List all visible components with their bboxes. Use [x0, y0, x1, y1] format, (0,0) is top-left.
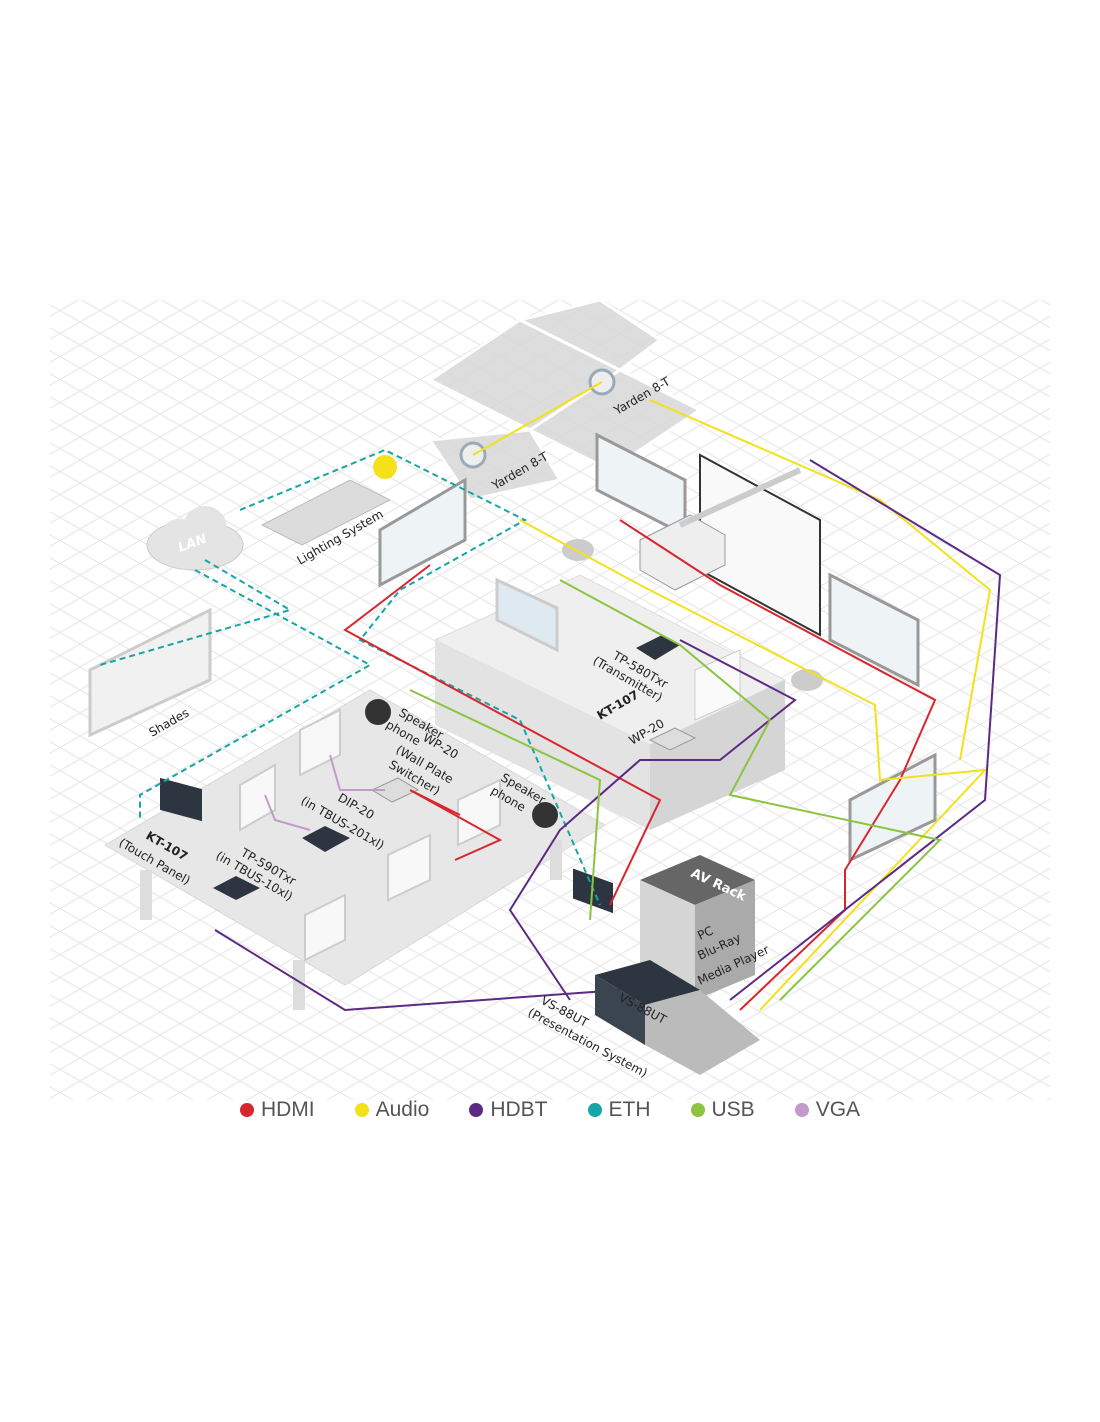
hdbt-cable [729, 459, 1002, 1001]
legend-dot-icon [239, 1103, 254, 1117]
usb-cable [409, 689, 602, 921]
lan-cloud-icon [146, 506, 244, 571]
kt107-touch-panel [160, 777, 202, 822]
legend-label: VGA [815, 1098, 861, 1121]
wp20-device [370, 777, 420, 803]
speakerphone-icon [365, 699, 391, 725]
legend-item-eth: ETH [587, 1098, 651, 1122]
audio-cable [649, 399, 992, 761]
usb-cable [559, 579, 943, 1001]
vga-cable [329, 754, 385, 791]
cables [99, 399, 1002, 1012]
tp580-device [636, 635, 680, 660]
legend-label: HDBT [490, 1098, 548, 1121]
legend-label: USB [711, 1098, 755, 1121]
vga-cable [264, 794, 311, 831]
legend-item-vga: VGA [794, 1098, 861, 1122]
legend-item-hdmi: HDMI [239, 1098, 315, 1122]
dip20-device [302, 826, 350, 852]
av-rack [640, 855, 755, 1000]
hdmi-cable [343, 564, 662, 906]
rack-pc-label: PC [695, 923, 715, 942]
legend-dot-icon [794, 1103, 809, 1117]
tp590-device [213, 876, 260, 900]
eth-cable [139, 569, 373, 820]
legend-dot-icon [690, 1103, 705, 1117]
legend-label: HDMI [260, 1098, 315, 1121]
legend-item-hdbt: HDBT [469, 1098, 548, 1122]
speakerphone-icon [532, 802, 558, 828]
hdbt-cable [214, 929, 621, 1012]
hdbt-cable [508, 639, 797, 1001]
legend-item-audio: Audio [354, 1098, 430, 1122]
projector [639, 467, 802, 591]
laptops [239, 708, 501, 962]
audio-cable [519, 519, 988, 1011]
lighting-system-device [260, 479, 392, 546]
legend-dot-icon [587, 1103, 602, 1117]
vs88ut-device [595, 960, 760, 1075]
legend-item-usb: USB [690, 1098, 755, 1122]
light-bulb-icon [373, 455, 397, 479]
monitor-podium [495, 577, 559, 653]
legend-dot-icon [354, 1103, 369, 1117]
display-screens [378, 432, 937, 863]
eth-cable [99, 559, 293, 666]
legend: HDMI Audio HDBT ETH USB VGA [0, 1098, 1100, 1122]
legend-label: ETH [608, 1098, 651, 1121]
wp20-podium-device [648, 727, 697, 751]
yarden-speaker-icon [459, 368, 616, 469]
conference-table [104, 689, 606, 1010]
hdmi-cable [409, 789, 503, 861]
legend-label: Audio [375, 1098, 430, 1121]
legend-dot-icon [469, 1103, 484, 1117]
